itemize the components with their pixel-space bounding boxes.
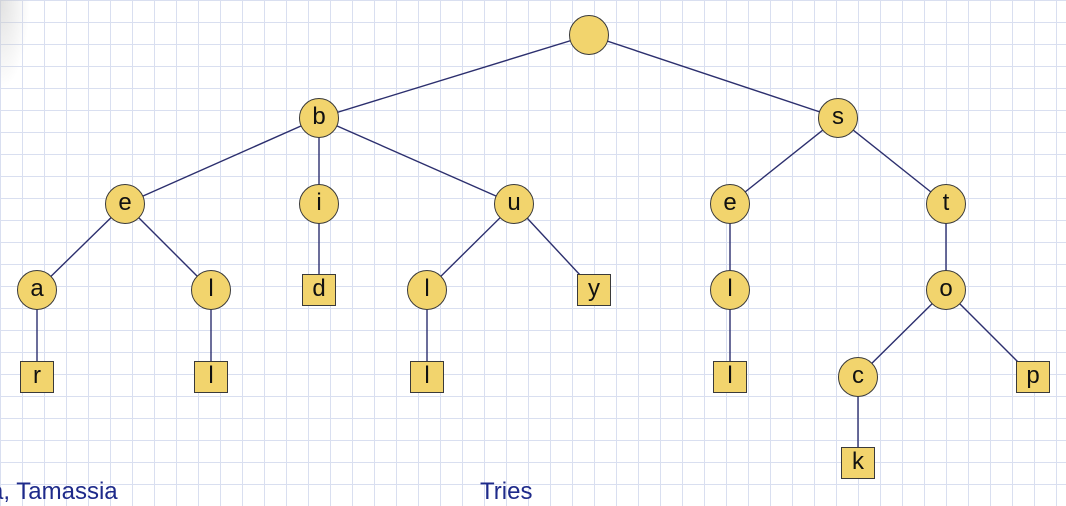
node-label: k xyxy=(852,448,864,475)
node-s-t-o-c: c xyxy=(838,357,878,397)
leaf-node-b-u-y: y xyxy=(577,274,611,306)
node-s-t-o: o xyxy=(926,270,966,310)
node-b-e-l: l xyxy=(191,270,231,310)
trie-diagram: b s e i u e t a l d l y l o r l l l c p k xyxy=(0,0,1050,479)
leaf-node-b-i-d: d xyxy=(302,274,336,306)
node-label: e xyxy=(723,189,737,216)
node-b-u: u xyxy=(494,184,534,224)
node-s: s xyxy=(818,98,858,138)
leaf-node-b-e-a-r: r xyxy=(20,361,54,393)
node-b-e: e xyxy=(105,184,145,224)
node-label: o xyxy=(939,275,953,302)
node-label: e xyxy=(118,189,132,216)
leaf-node-s-e-l-l: l xyxy=(713,361,747,393)
node-b-i: i xyxy=(299,184,339,224)
footer-slide-title: Tries xyxy=(480,478,533,505)
node-b-e-a: a xyxy=(17,270,57,310)
node-root xyxy=(569,15,609,55)
node-label: t xyxy=(942,189,950,216)
leaf-node-s-t-o-p: p xyxy=(1016,361,1050,393)
node-label: y xyxy=(588,275,600,302)
leaf-node-b-u-l-l: l xyxy=(410,361,444,393)
corner-shade xyxy=(0,0,30,90)
leaf-node-b-e-l-l: l xyxy=(194,361,228,393)
node-label: l xyxy=(208,362,214,389)
node-label: i xyxy=(316,189,322,216)
node-label: u xyxy=(507,189,521,216)
edge-b-to-b-e xyxy=(124,117,320,205)
node-s-e-l: l xyxy=(710,270,750,310)
node-label: l xyxy=(727,362,733,389)
leaf-node-s-t-o-c-k: k xyxy=(841,447,875,479)
node-label: l xyxy=(727,275,733,302)
edge-s-to-s-t xyxy=(837,117,947,205)
node-label: l xyxy=(424,275,430,302)
edge-root-to-s xyxy=(588,34,839,119)
node-b-u-l: l xyxy=(407,270,447,310)
edge-b-to-b-u xyxy=(318,117,515,205)
node-label: d xyxy=(312,275,326,302)
node-label: r xyxy=(33,362,41,389)
node-b: b xyxy=(299,98,339,138)
node-label: s xyxy=(832,103,844,130)
node-s-e: e xyxy=(710,184,750,224)
node-s-t: t xyxy=(926,184,966,224)
node-label: l xyxy=(424,362,430,389)
node-label: c xyxy=(852,362,864,389)
trie-edges xyxy=(36,34,1034,463)
node-label: l xyxy=(208,275,214,302)
node-label: a xyxy=(30,275,44,302)
edge-root-to-b xyxy=(318,34,590,119)
footer-authors: a, Tamassia xyxy=(0,478,118,505)
node-label: p xyxy=(1026,362,1040,389)
node-label: b xyxy=(312,103,326,130)
edge-s-to-s-e xyxy=(729,117,839,205)
